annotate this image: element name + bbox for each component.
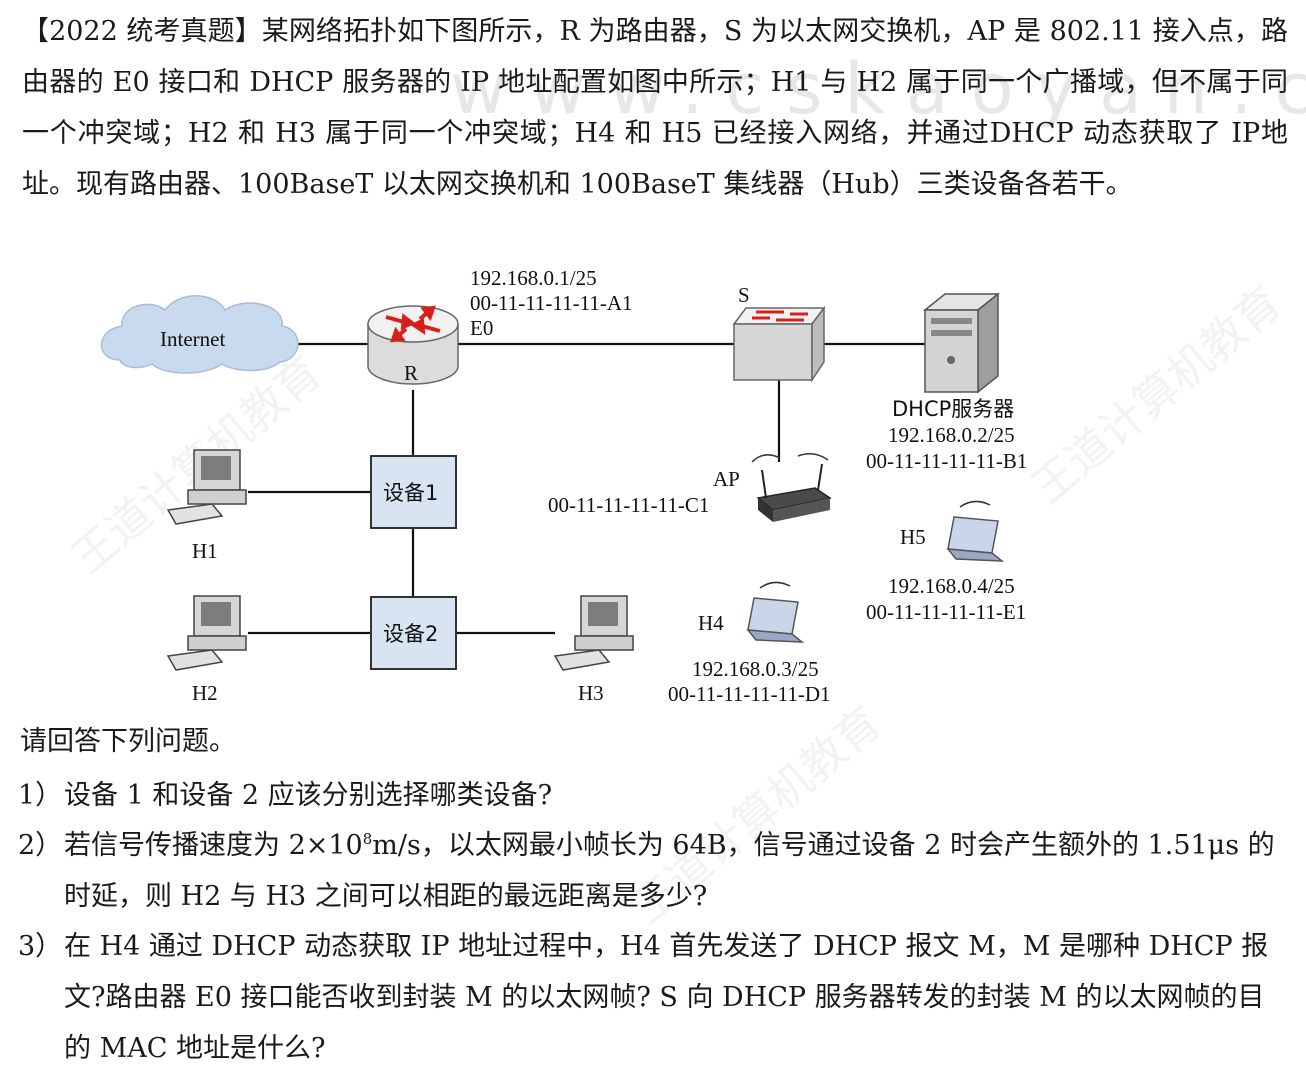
question-3: 3） 在 H4 通过 DHCP 动态获取 IP 地址过程中，H4 首先发送了 D… — [18, 921, 1288, 1074]
device1-box — [370, 455, 457, 529]
pc-icon — [166, 449, 247, 525]
device2-box — [370, 596, 457, 670]
pc-icon — [166, 595, 247, 671]
question-1-number: 1） — [18, 780, 63, 811]
question-1: 1） 设备 1 和设备 2 应该分别选择哪类设备? — [18, 770, 1288, 821]
question-2-number: 2） — [18, 830, 63, 861]
h5-name: H5 — [900, 525, 926, 549]
links — [248, 342, 925, 635]
dhcp-mac: 00-11-11-11-11-B1 — [866, 449, 1027, 473]
router-icon — [367, 305, 459, 385]
router-interface: E0 — [470, 316, 493, 340]
internet-label: Internet — [160, 327, 225, 351]
question-2-exponent: 8 — [362, 830, 373, 848]
laptop-icon — [946, 500, 1005, 562]
question-intro: 【2022 统考真题】某网络拓扑如下图所示，R 为路由器，S 为以太网交换机，A… — [22, 16, 1288, 200]
device2-label: 设备2 — [383, 622, 438, 646]
router-name: R — [404, 361, 418, 385]
h3-label: H3 — [578, 681, 604, 705]
router-ip: 192.168.0.1/25 — [470, 266, 597, 290]
dhcp-name: DHCP服务器 — [892, 397, 1014, 421]
h5-mac: 00-11-11-11-11-E1 — [866, 600, 1026, 624]
question-2-text-a: 若信号传播速度为 2×10 — [64, 830, 363, 861]
access-point-icon — [751, 453, 832, 522]
question-2-body: 若信号传播速度为 2×108m/s，以太网最小帧长为 64B，信号通过设备 2 … — [18, 820, 1288, 922]
questions-prompt: 请回答下列问题。 — [20, 726, 236, 757]
switch-name: S — [738, 283, 750, 307]
laptop-icon — [746, 581, 805, 643]
h2-label: H2 — [192, 681, 218, 705]
question-2: 2） 若信号传播速度为 2×108m/s，以太网最小帧长为 64B，信号通过设备… — [18, 820, 1288, 922]
ap-mac: 00-11-11-11-11-C1 — [548, 493, 709, 517]
h4-ip: 192.168.0.3/25 — [692, 657, 819, 681]
h1-label: H1 — [192, 539, 218, 563]
h4-mac: 00-11-11-11-11-D1 — [668, 682, 831, 706]
h5-ip: 192.168.0.4/25 — [888, 574, 1015, 598]
question-3-text: 在 H4 通过 DHCP 动态获取 IP 地址过程中，H4 首先发送了 DHCP… — [64, 931, 1269, 1064]
pc-icon — [553, 595, 634, 671]
question-3-number: 3） — [18, 931, 63, 962]
dhcp-ip: 192.168.0.2/25 — [888, 423, 1015, 447]
device1-label: 设备1 — [383, 481, 438, 505]
switch-icon — [732, 305, 826, 383]
ap-name: AP — [713, 467, 740, 491]
question-1-text: 设备 1 和设备 2 应该分别选择哪类设备? — [64, 780, 553, 811]
question-2-text-b: m/s，以太网最小帧长为 64B，信号通过设备 2 时会产生额外的 1.51μs… — [64, 830, 1275, 912]
server-icon — [922, 292, 1001, 394]
h4-name: H4 — [698, 611, 724, 635]
internet-cloud-icon — [100, 295, 299, 374]
router-mac: 00-11-11-11-11-A1 — [470, 291, 633, 315]
